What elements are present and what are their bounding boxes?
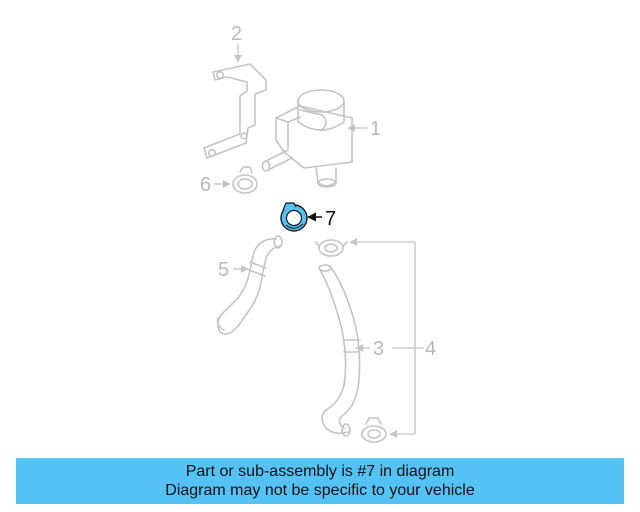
banner-line-2: Diagram may not be specific to your vehi…: [165, 482, 475, 499]
bracket-part-2: [203, 63, 267, 159]
clamp-part-4-top: [315, 239, 348, 257]
clamp-part-4-bottom: [361, 417, 387, 443]
callout-1: 1: [370, 118, 381, 140]
callout-5: 5: [218, 259, 229, 281]
callout-3: 3: [373, 338, 384, 360]
callout-6: 6: [200, 174, 211, 196]
banner-line-1: Part or sub-assembly is #7 in diagram: [185, 463, 455, 480]
callout-7[interactable]: 7: [325, 208, 336, 230]
clamp-part-7[interactable]: [280, 202, 308, 232]
info-banner: Part or sub-assembly is #7 in diagram Di…: [16, 458, 624, 504]
hose-part-3: [318, 264, 361, 437]
callout-2: 2: [231, 23, 242, 45]
hose-part-5: [216, 235, 283, 335]
clamp-part-6: [232, 166, 258, 194]
leader-4: [349, 238, 424, 438]
callout-4: 4: [425, 338, 436, 360]
pump-part-1: [261, 89, 353, 188]
